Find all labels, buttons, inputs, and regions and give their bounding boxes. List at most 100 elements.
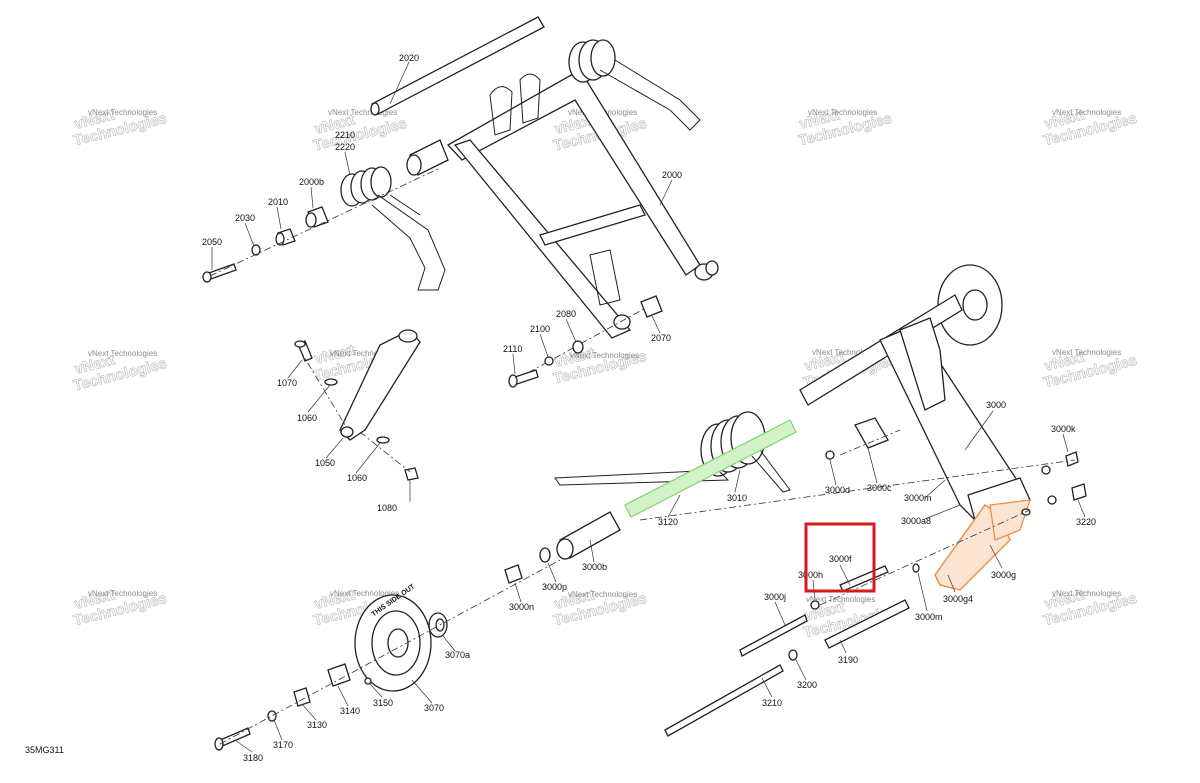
washer-3000h[interactable] <box>810 600 820 610</box>
washer-3220 <box>1047 495 1057 505</box>
end-bushing <box>613 314 631 330</box>
label-3000p[interactable]: 3000p <box>542 582 567 592</box>
watermark-text: vNext Technologies <box>570 351 639 360</box>
label-3000m[interactable]: 3000m <box>915 612 943 622</box>
label-1050[interactable]: 1050 <box>315 458 335 468</box>
label-1070[interactable]: 1070 <box>277 378 297 388</box>
label-3200[interactable]: 3200 <box>797 680 817 690</box>
bolt-3180-head <box>214 737 224 751</box>
washer-3170[interactable] <box>267 710 277 722</box>
label-3000j[interactable]: 3000j <box>764 592 786 602</box>
label-2020[interactable]: 2020 <box>399 53 419 63</box>
label-3130[interactable]: 3130 <box>307 720 327 730</box>
bracket-3000g[interactable] <box>934 504 1011 591</box>
label-2110[interactable]: 2110 <box>503 344 522 354</box>
label-1060[interactable]: 1060 <box>297 413 317 423</box>
label-3220[interactable]: 3220 <box>1076 517 1096 527</box>
washer-3000k <box>1041 465 1051 475</box>
label-3000a8[interactable]: 3000a8 <box>901 516 931 526</box>
label-3000m[interactable]: 3000m <box>904 493 932 503</box>
watermark-text: vNext Technologies <box>88 108 157 117</box>
shaft-3120[interactable] <box>624 419 797 518</box>
label-2030[interactable]: 2030 <box>235 213 255 223</box>
label-3010[interactable]: 3010 <box>727 493 747 503</box>
link-assembly <box>294 329 421 481</box>
center-line <box>514 299 661 381</box>
label-3000c[interactable]: 3000c <box>867 483 892 493</box>
bolt-3210[interactable] <box>664 664 784 737</box>
label-3000g4[interactable]: 3000g4 <box>943 594 973 604</box>
u-clamp <box>489 86 513 136</box>
label-3000d[interactable]: 3000d <box>825 485 850 495</box>
spring-3010-leg <box>751 449 791 493</box>
shaft-3000f[interactable] <box>839 565 889 592</box>
center-line <box>209 167 441 277</box>
bushing-3000n[interactable] <box>504 564 523 584</box>
nut-3220[interactable] <box>1071 483 1087 501</box>
label-2220[interactable]: 2220 <box>335 142 355 152</box>
label-3170[interactable]: 3170 <box>273 740 293 750</box>
center-line <box>219 559 561 745</box>
label-2010[interactable]: 2010 <box>268 197 288 207</box>
label-2080[interactable]: 2080 <box>556 309 576 319</box>
washer-3200[interactable] <box>788 649 798 661</box>
watermark-text: vNext Technologies <box>568 590 637 599</box>
spring-top-coil <box>590 39 616 77</box>
watermark-text: vNext Technologies <box>812 348 881 357</box>
block-3000c[interactable] <box>854 417 889 449</box>
label-3190[interactable]: 3190 <box>838 655 858 665</box>
label-3140[interactable]: 3140 <box>340 706 360 716</box>
spring-top-arm <box>599 59 701 131</box>
label-3180[interactable]: 3180 <box>243 753 263 763</box>
washer-2030[interactable] <box>251 244 261 256</box>
label-3150[interactable]: 3150 <box>373 698 393 708</box>
screw-3150[interactable] <box>364 677 372 685</box>
label-1060[interactable]: 1060 <box>347 473 367 483</box>
center-line <box>839 429 901 456</box>
label-2050[interactable]: 2050 <box>202 237 222 247</box>
link-1050-top <box>398 329 418 343</box>
tube-3000b-end <box>556 538 574 560</box>
arm-2000-cross <box>539 204 646 246</box>
label-2070[interactable]: 2070 <box>651 333 671 343</box>
washer-3000p[interactable] <box>539 547 551 563</box>
label-2000b[interactable]: 2000b <box>299 177 324 187</box>
washer-2100[interactable] <box>544 356 554 366</box>
label-3000k[interactable]: 3000k <box>1051 424 1076 434</box>
bolt-3000j[interactable] <box>739 614 808 657</box>
bolt-3190[interactable] <box>824 599 910 649</box>
label-2210[interactable]: 2210 <box>335 130 355 140</box>
label-3000h[interactable]: 3000h <box>798 570 823 580</box>
washer-3000d[interactable] <box>825 450 835 460</box>
label-3210[interactable]: 3210 <box>762 698 782 708</box>
highlight-box <box>804 522 876 593</box>
u-clamp <box>519 73 541 124</box>
bushing-3140[interactable] <box>327 663 351 687</box>
spacer-3130[interactable] <box>293 687 311 707</box>
label-3070[interactable]: 3070 <box>424 703 444 713</box>
label-3000f[interactable]: 3000f <box>829 554 852 564</box>
pin-3000m[interactable] <box>912 563 920 573</box>
label-3120[interactable]: 3120 <box>658 517 678 527</box>
label-3000b[interactable]: 3000b <box>582 562 607 572</box>
label-3070a[interactable]: 3070a <box>445 650 470 660</box>
washer-1060[interactable] <box>376 436 390 444</box>
spring-3010-leg <box>554 469 730 486</box>
label-3000g[interactable]: 3000g <box>991 570 1016 580</box>
tube-end <box>406 154 422 176</box>
center-line <box>639 459 1076 521</box>
label-2100[interactable]: 2100 <box>530 324 550 334</box>
nut-3000k[interactable] <box>1065 451 1079 467</box>
watermark-text: vNext Technologies <box>328 108 397 117</box>
bracket-3000g-plate <box>989 499 1031 541</box>
spring-2210-leg <box>371 194 446 291</box>
label-2000[interactable]: 2000 <box>662 170 682 180</box>
washer-1060[interactable] <box>324 378 338 386</box>
label-3000n[interactable]: 3000n <box>509 602 534 612</box>
washer-2080[interactable] <box>572 340 584 354</box>
label-1080[interactable]: 1080 <box>377 503 397 513</box>
nut-2070[interactable] <box>640 295 663 318</box>
rod-2020[interactable] <box>371 16 545 115</box>
watermark-text: vNext Technologies <box>88 589 157 598</box>
label-3000[interactable]: 3000 <box>986 400 1006 410</box>
